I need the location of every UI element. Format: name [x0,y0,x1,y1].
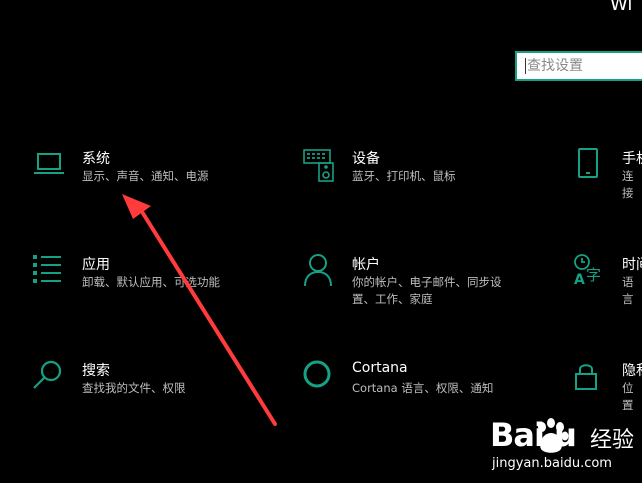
apps-list-icon [32,254,68,290]
tile-apps[interactable]: 应用 卸载、默认应用、可选功能 [32,254,272,304]
baidu-paw-icon [538,418,569,453]
baidu-watermark: Bai u 经验 jingyan.baidu.com [470,410,640,480]
tile-description: 你的帐户、电子邮件、同步设置、工作、家庭 [352,275,502,306]
lock-icon [572,360,608,396]
tile-title: 时间 [622,257,642,273]
watermark-product: 经验 [590,428,635,453]
person-icon [302,254,338,290]
tile-description: 语言 [622,275,634,306]
tile-devices[interactable]: 设备 蓝牙、打印机、鼠标 [302,148,522,198]
search-box[interactable] [515,51,642,81]
tile-description: 蓝牙、打印机、鼠标 [352,169,456,183]
tile-title: 搜索 [82,363,110,379]
time-language-icon: A 字 [572,254,608,290]
search-icon [32,360,68,396]
laptop-icon [32,148,68,184]
watermark-url: jingyan.baidu.com [492,456,612,471]
tile-title: 系统 [82,151,110,167]
tile-title: 帐户 [352,257,380,273]
svg-text:A: A [574,272,585,288]
phone-icon [572,148,608,184]
tile-system[interactable]: 系统 显示、声音、通知、电源 [32,148,272,198]
tile-title: Cortana [352,360,408,376]
tile-title: 应用 [82,257,110,273]
tile-description: 卸载、默认应用、可选功能 [82,275,220,289]
tile-description: Cortana 语言、权限、通知 [352,381,494,395]
tile-description: 位置 [622,381,634,412]
cortana-ring-icon [302,360,338,396]
text-caret [525,58,526,74]
tile-accounts[interactable]: 帐户 你的帐户、电子邮件、同步设置、工作、家庭 [302,254,532,310]
tile-title: 隐私 [622,363,642,379]
tile-time-language[interactable]: A 字 时间 语言 [572,254,642,306]
tile-description: 查找我的文件、权限 [82,381,186,395]
window-title: Wi [610,0,633,15]
tile-search[interactable]: 搜索 查找我的文件、权限 [32,360,272,410]
keyboard-speaker-icon [302,148,338,184]
tile-phone[interactable]: 手机 连接 [572,148,642,200]
tile-privacy[interactable]: 隐私 位置 [572,360,642,412]
tile-description: 显示、声音、通知、电源 [82,169,209,183]
tile-cortana[interactable]: Cortana Cortana 语言、权限、通知 [302,360,532,410]
tile-title: 设备 [352,151,380,167]
tile-description: 连接 [622,169,634,200]
svg-text:字: 字 [586,266,601,284]
tile-title: 手机 [622,151,642,167]
search-input[interactable] [517,53,642,79]
